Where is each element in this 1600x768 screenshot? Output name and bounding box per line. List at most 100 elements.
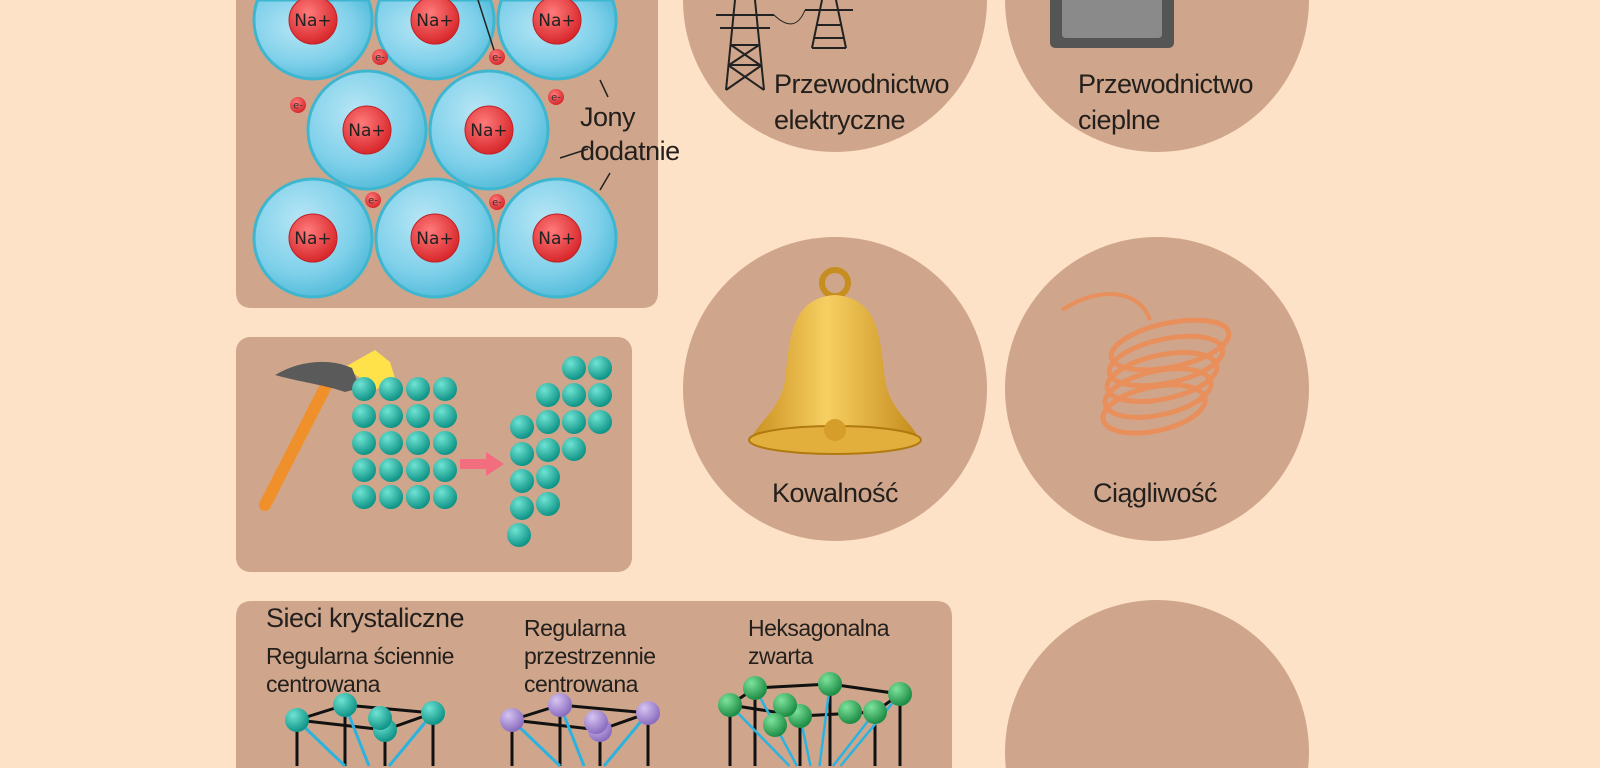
atom — [352, 377, 376, 401]
electron-label: e- — [492, 198, 502, 209]
atom — [406, 458, 430, 482]
atom — [433, 485, 457, 509]
positive-ions-label-line2: dodatnie — [580, 136, 680, 166]
lattice-atom — [500, 708, 524, 732]
ductility-label: Ciągliwość — [1093, 478, 1217, 508]
atom — [562, 410, 586, 434]
sodium-ion: Na+ — [306, 69, 428, 191]
atom — [536, 492, 560, 516]
sodium-ion: Na+ — [374, 0, 496, 81]
electron-dot — [290, 97, 306, 113]
malleability-demo-panel — [236, 337, 632, 572]
ion-label: Na+ — [538, 11, 575, 31]
atom — [379, 431, 403, 455]
lattice-atom — [863, 700, 887, 724]
copper-coil-icon — [1060, 292, 1232, 436]
atom — [406, 404, 430, 428]
sodium-ion: Na+ — [374, 177, 496, 299]
lattice-atom — [763, 713, 787, 737]
atom — [379, 458, 403, 482]
crystal-lattice-diagrams — [285, 672, 912, 768]
lattice-cell — [285, 693, 445, 768]
lattice-atom — [818, 672, 842, 696]
lattice-atom — [333, 693, 357, 717]
electron-label: e- — [551, 93, 561, 104]
atom — [433, 458, 457, 482]
hcp-label-line1: Heksagonalna — [748, 615, 890, 641]
atom — [536, 438, 560, 462]
electrical-conductivity-line1: Przewodnictwo — [774, 69, 949, 99]
bond — [729, 704, 791, 767]
ion-core — [288, 213, 338, 263]
ion-label: Na+ — [294, 229, 331, 249]
atom — [562, 383, 586, 407]
atom — [510, 469, 534, 493]
atom — [379, 377, 403, 401]
sodium-ion: Na+ — [496, 0, 618, 81]
coil-loop — [1104, 350, 1220, 404]
atom — [379, 485, 403, 509]
thermal-conductivity-line2: cieplne — [1078, 105, 1160, 135]
lattice-atom — [368, 706, 392, 730]
atom — [433, 431, 457, 455]
ion-core — [410, 0, 460, 45]
electron-dot — [365, 192, 381, 208]
lattice-cell — [500, 693, 660, 768]
atom — [536, 383, 560, 407]
ion-label: Na+ — [348, 121, 385, 141]
bcc-label-line1: Regularna — [524, 615, 626, 641]
metal-pot-icon — [1050, 0, 1174, 48]
electron-dot — [489, 194, 505, 210]
lattice-atom — [838, 700, 862, 724]
electron-label: e- — [368, 196, 378, 207]
atom — [588, 383, 612, 407]
lattice-atom — [584, 710, 608, 734]
atom — [433, 404, 457, 428]
atom — [379, 404, 403, 428]
coil-loop — [1102, 366, 1214, 420]
lattice-atom — [421, 701, 445, 725]
atom — [562, 356, 586, 380]
electron: e- — [489, 194, 505, 210]
atom — [433, 377, 457, 401]
atom — [352, 431, 376, 455]
atom — [588, 356, 612, 380]
atom — [406, 377, 430, 401]
bond — [839, 693, 901, 767]
ion-core — [342, 105, 392, 155]
bcc-label-line2: przestrzennie — [524, 643, 656, 669]
ion-core — [288, 0, 338, 45]
sodium-ion: Na+ — [496, 177, 618, 299]
atom — [352, 458, 376, 482]
ion-label: Na+ — [294, 11, 331, 31]
electron: e- — [489, 49, 505, 65]
atom — [352, 404, 376, 428]
ion-core — [532, 213, 582, 263]
electron-label: e- — [375, 53, 385, 64]
electron: e- — [290, 97, 306, 113]
atom — [406, 485, 430, 509]
hcp-label-line2: zwarta — [748, 643, 813, 669]
atom — [510, 496, 534, 520]
sodium-ion: Na+ — [252, 177, 374, 299]
electron: e- — [372, 49, 388, 65]
ion-label: Na+ — [538, 229, 575, 249]
electron-label: e- — [293, 101, 303, 112]
power-pylon-icon — [716, 0, 853, 91]
atom — [562, 437, 586, 461]
electron: e- — [365, 192, 381, 208]
atom-layers — [352, 356, 612, 547]
lattice-atom — [548, 693, 572, 717]
ductility-circle — [1005, 237, 1309, 541]
crystal-lattices-title: Sieci krystaliczne — [266, 603, 464, 633]
atom — [406, 431, 430, 455]
thermal-conductivity-line1: Przewodnictwo — [1078, 69, 1253, 99]
ion-label: Na+ — [416, 229, 453, 249]
fcc-label-line1: Regularna ściennie — [266, 643, 454, 669]
electron-dot — [372, 49, 388, 65]
malleability-label: Kowalność — [772, 478, 898, 508]
positive-ions-label-line1: Jony — [580, 102, 636, 132]
electron-dot — [489, 49, 505, 65]
leader-lines — [477, 0, 611, 191]
